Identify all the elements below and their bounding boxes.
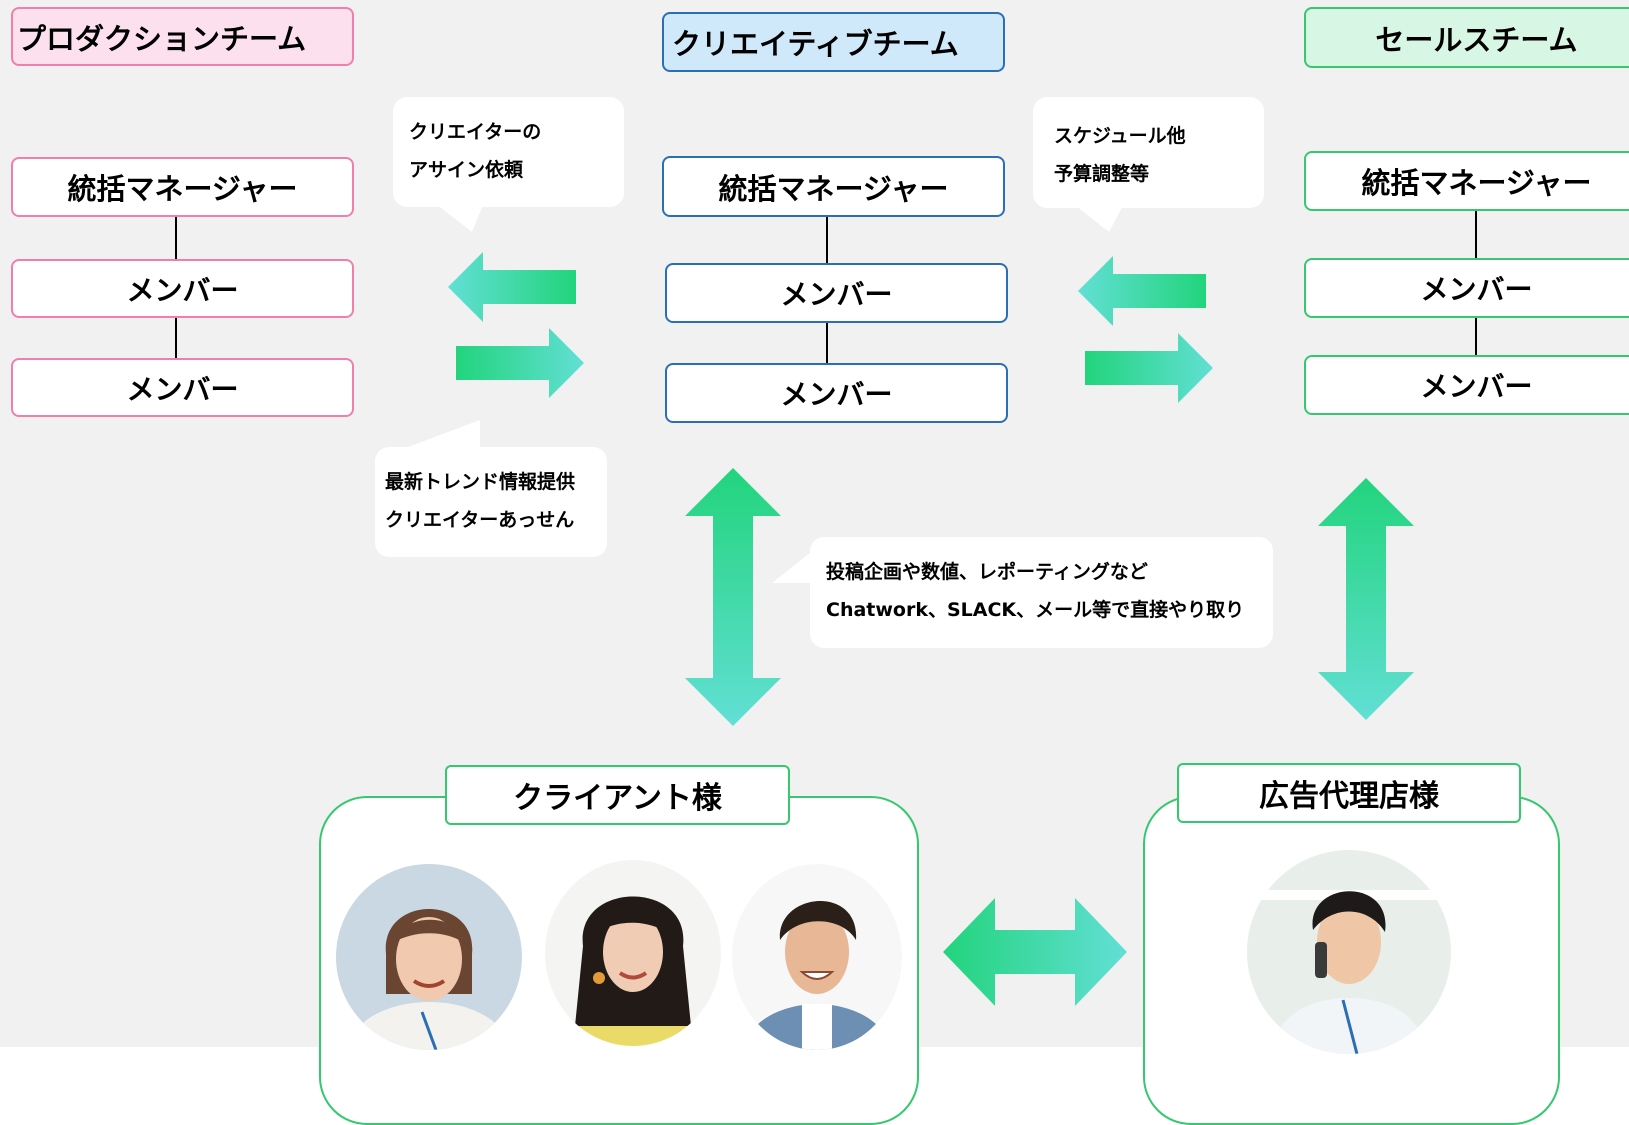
callout-text: Chatwork、SLACK、メール等で直接やり取り: [826, 599, 1245, 621]
bubble-tail: [1071, 202, 1125, 232]
callout-text: 最新トレンド情報提供: [385, 471, 576, 493]
production-connector: [175, 217, 177, 259]
creative-manager-box: 統括マネージャー: [662, 156, 1005, 217]
client-avatar-1: [336, 864, 522, 1050]
creative-team-title: クリエイティブチーム: [662, 12, 1005, 72]
sales-connector: [1475, 211, 1477, 258]
double-arrow-vertical-icon: [1318, 478, 1414, 720]
arrow-left-icon: [448, 252, 576, 322]
client-label: クライアント様: [445, 765, 790, 825]
creative-connector: [826, 323, 828, 363]
callout-text: スケジュール他: [1054, 125, 1186, 147]
client-avatar-3: [732, 864, 902, 1050]
bubble-tail: [772, 545, 820, 583]
double-arrow-horizontal-icon: [943, 898, 1127, 1006]
sales-manager-box: 統括マネージャー: [1304, 151, 1629, 211]
callout-trend-info: 最新トレンド情報提供 クリエイターあっせん: [375, 447, 607, 557]
production-member-box-2: メンバー: [11, 358, 354, 417]
production-team-title: プロダクションチーム: [11, 7, 354, 66]
arrow-right-icon: [456, 328, 584, 398]
sales-team-title: セールスチーム: [1304, 7, 1629, 68]
callout-schedule: スケジュール他 予算調整等: [1033, 97, 1264, 208]
agency-avatar-1: [1247, 850, 1451, 1054]
callout-text: 予算調整等: [1054, 163, 1150, 185]
sales-member-box-1: メンバー: [1304, 258, 1629, 318]
callout-direct-contact: 投稿企画や数値、レポーティングなど Chatwork、SLACK、メール等で直接…: [810, 537, 1273, 648]
bubble-tail: [400, 420, 480, 450]
bubble-tail: [431, 200, 485, 232]
creative-member-box-2: メンバー: [665, 363, 1008, 423]
person-icon: [732, 864, 902, 1050]
person-icon: [336, 864, 522, 1050]
callout-text: アサイン依頼: [409, 159, 524, 181]
callout-text: クリエイターの: [409, 121, 542, 143]
production-manager-box: 統括マネージャー: [11, 157, 354, 217]
arrow-right-icon: [1085, 333, 1213, 403]
callout-text: 投稿企画や数値、レポーティングなど: [826, 561, 1148, 583]
double-arrow-vertical-icon: [685, 468, 781, 726]
agency-label: 広告代理店様: [1177, 763, 1521, 823]
sales-connector: [1475, 318, 1477, 355]
callout-creator-assign: クリエイターの アサイン依頼: [393, 97, 624, 207]
sales-member-box-2: メンバー: [1304, 355, 1629, 415]
creative-member-box-1: メンバー: [665, 263, 1008, 323]
person-icon: [545, 860, 721, 1046]
person-icon: [1247, 850, 1451, 1054]
production-connector: [175, 318, 177, 358]
arrow-left-icon: [1078, 256, 1206, 326]
callout-text: クリエイターあっせん: [385, 509, 575, 531]
production-member-box-1: メンバー: [11, 259, 354, 318]
creative-connector: [826, 217, 828, 263]
client-avatar-2: [545, 860, 721, 1046]
